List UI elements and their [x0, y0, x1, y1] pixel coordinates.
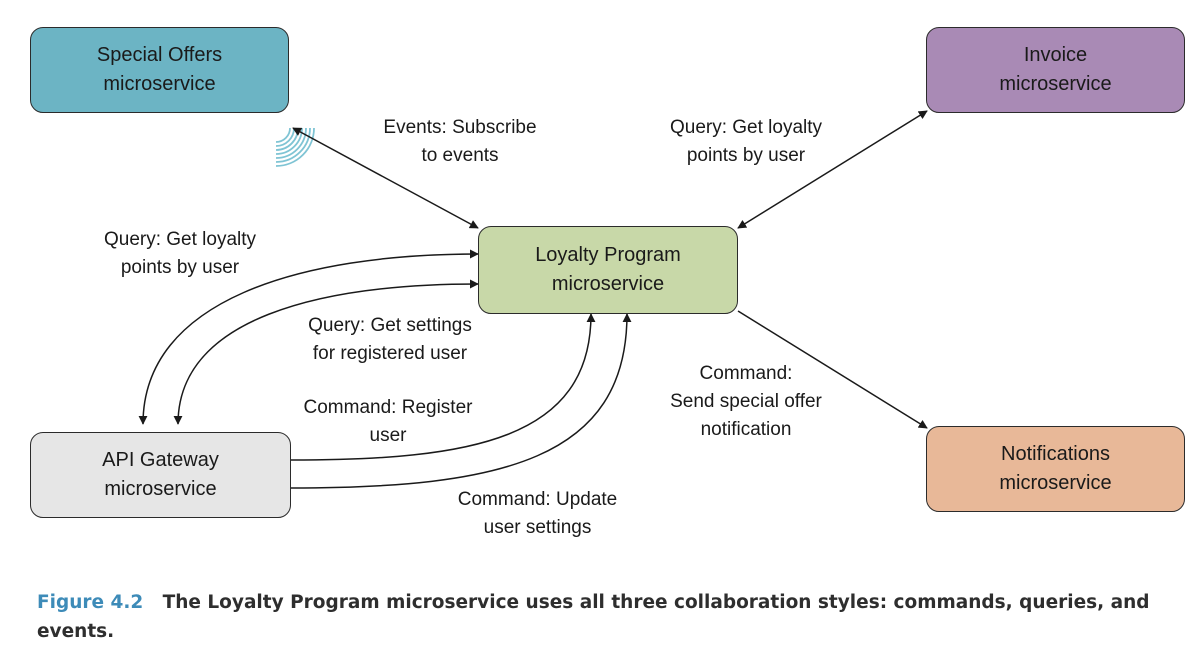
node-notifications-line2: microservice: [999, 472, 1112, 494]
label-command-register-line1: Command: Register: [303, 397, 473, 418]
label-query-gateway-points-line2: points by user: [120, 257, 240, 278]
edge-command-register: [290, 313, 596, 461]
node-notifications: Notifications microservice: [926, 426, 1185, 512]
node-special-offers-line1: Special Offers: [96, 44, 223, 66]
label-command-register-line2: user: [369, 425, 407, 446]
label-command-notify: Command: Send special offer notification: [646, 360, 846, 444]
node-api-gateway-line2: microservice: [104, 478, 217, 500]
connectors: [138, 110, 928, 489]
label-query-gateway-points: Query: Get loyalty points by user: [80, 226, 280, 282]
figure-caption-text: The Loyalty Program microservice uses al…: [37, 592, 1150, 642]
label-query-gateway-points-line1: Query: Get loyalty: [103, 229, 257, 250]
edge-query-invoice: [737, 110, 928, 229]
label-command-update-line2: user settings: [483, 517, 592, 538]
label-query-invoice: Query: Get loyalty points by user: [646, 114, 846, 170]
label-command-notify-line1: Command:: [699, 363, 793, 384]
label-command-notify-line2: Send special offer: [670, 391, 822, 412]
node-api-gateway-line1: API Gateway: [102, 449, 219, 471]
node-special-offers-line2: microservice: [103, 73, 216, 95]
edge-command-update: [290, 313, 632, 489]
label-query-settings: Query: Get settings for registered user: [280, 312, 500, 368]
label-query-invoice-line1: Query: Get loyalty: [669, 117, 823, 138]
node-api-gateway: API Gateway microservice: [30, 432, 291, 518]
label-command-update: Command: Update user settings: [430, 486, 645, 542]
edge-command-notify: [737, 310, 928, 429]
diagram: Special Offers microservice Invoice micr…: [30, 27, 1185, 542]
figure-number: Figure 4.2: [37, 592, 144, 613]
edge-query-settings: [173, 279, 479, 425]
node-loyalty-program: Loyalty Program microservice: [478, 226, 738, 314]
label-command-notify-line3: notification: [700, 419, 792, 440]
label-events-subscribe: Events: Subscribe to events: [360, 114, 560, 170]
label-query-settings-line1: Query: Get settings: [308, 315, 472, 336]
label-events-subscribe-line1: Events: Subscribe: [383, 117, 537, 138]
label-query-settings-line2: for registered user: [312, 343, 468, 364]
event-waves: [275, 127, 315, 167]
figure-caption: Figure 4.2 The Loyalty Program microserv…: [37, 588, 1187, 646]
label-command-update-line1: Command: Update: [457, 489, 618, 510]
node-loyalty-line1: Loyalty Program: [535, 244, 681, 266]
label-query-invoice-line2: points by user: [686, 145, 806, 166]
node-notifications-line1: Notifications: [1001, 443, 1110, 465]
node-invoice-line2: microservice: [999, 73, 1112, 95]
node-special-offers: Special Offers microservice: [30, 27, 289, 113]
node-invoice: Invoice microservice: [926, 27, 1185, 113]
edge-events-subscribe: [292, 127, 479, 229]
node-loyalty-line2: microservice: [551, 273, 665, 295]
label-events-subscribe-line2: to events: [421, 145, 499, 166]
label-command-register: Command: Register user: [283, 394, 493, 450]
node-invoice-line1: Invoice: [1023, 44, 1088, 66]
